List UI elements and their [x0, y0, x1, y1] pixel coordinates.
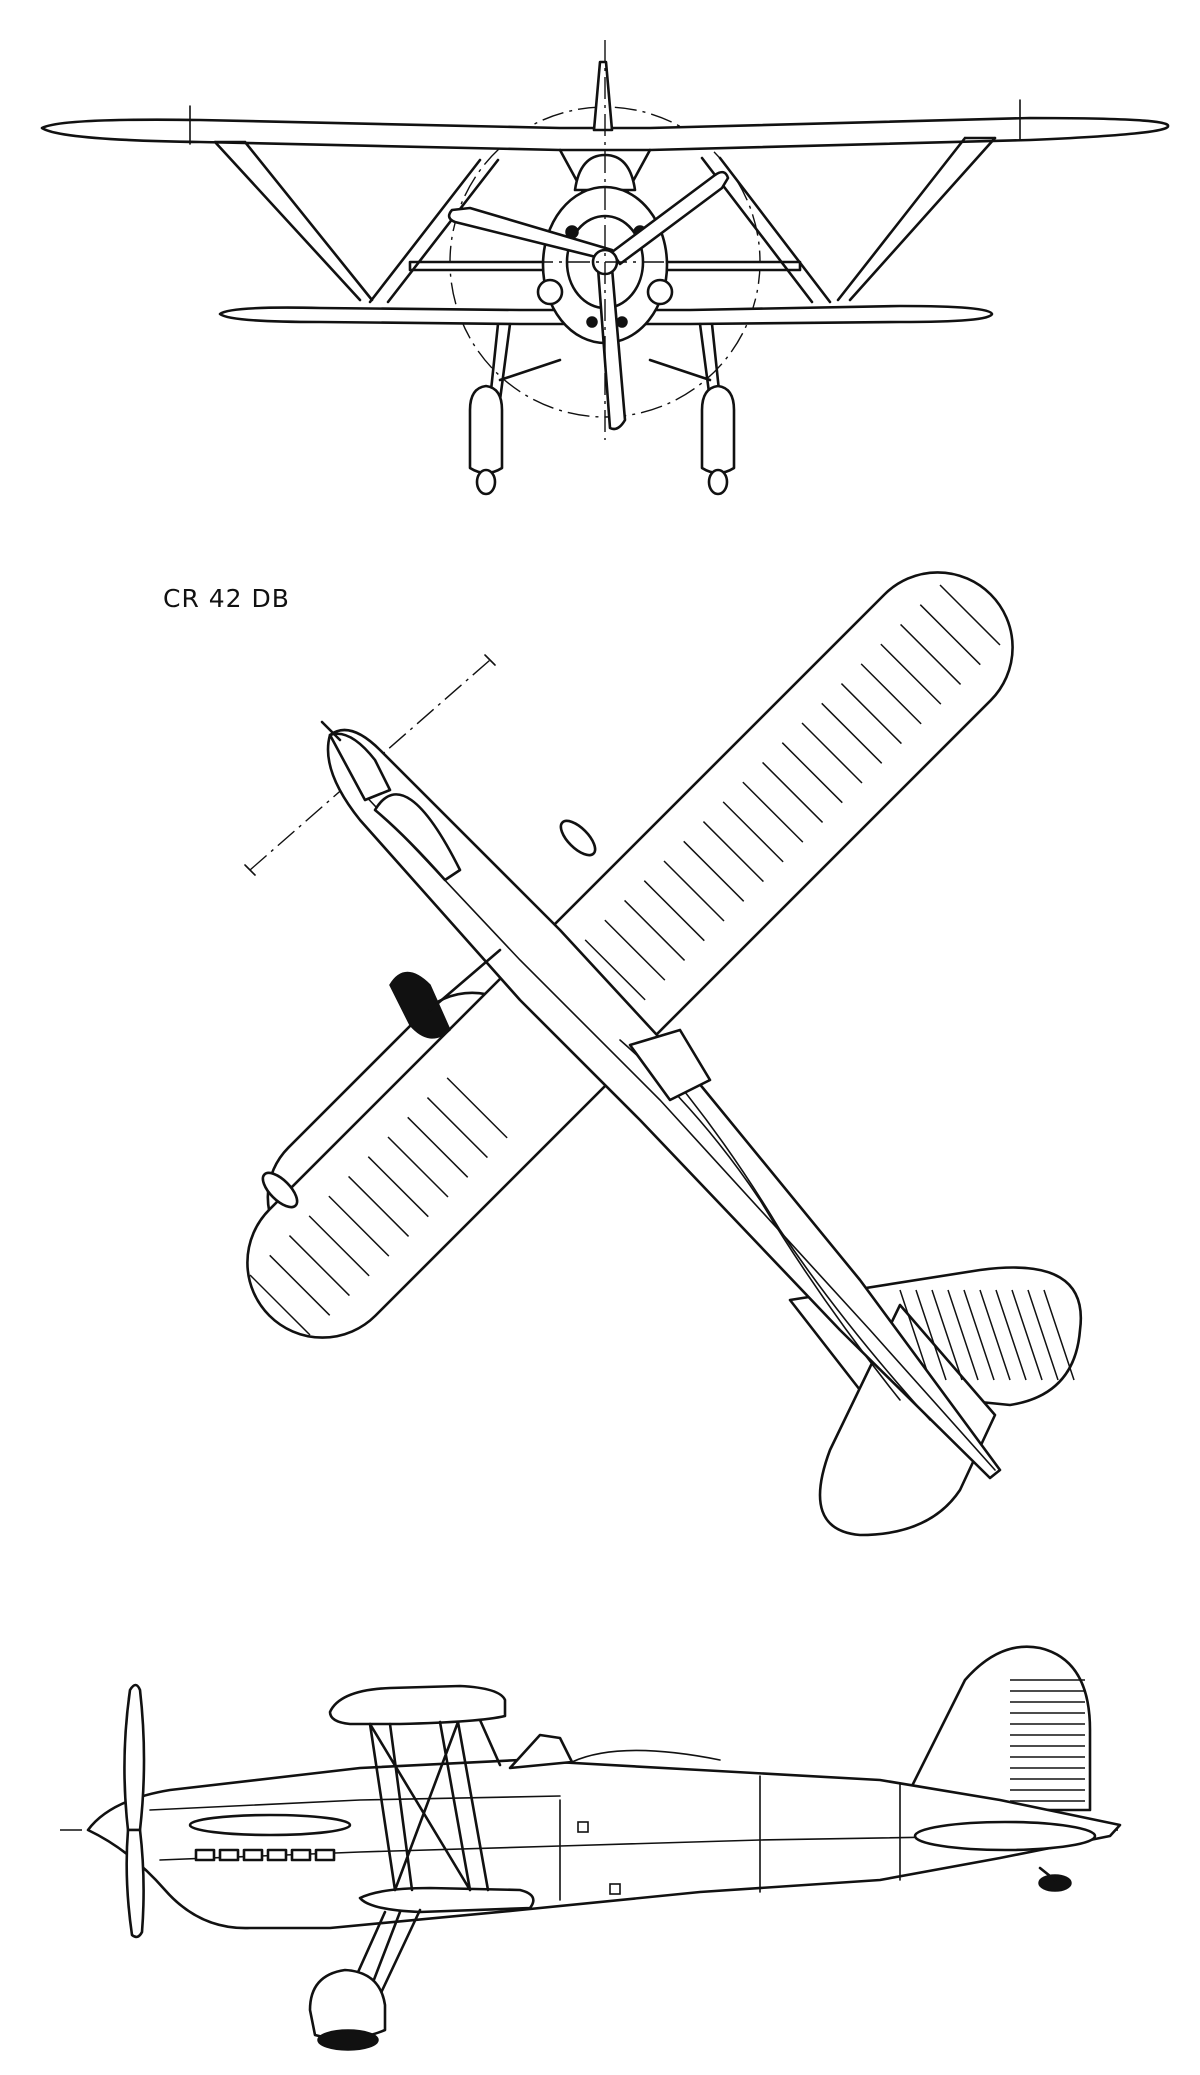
aircraft-designation-label: CR 42 DB: [163, 584, 290, 613]
side-view-lower-wing: [358, 1886, 535, 1914]
rib-hatch-line: [880, 643, 942, 705]
rib-hatch-line: [446, 1077, 508, 1139]
rib-hatch-line: [860, 663, 922, 725]
rib-hatch-line: [683, 840, 745, 902]
rib-hatch-line: [348, 1175, 410, 1237]
plan-view-upper-wing: [246, 571, 1014, 1339]
rib-hatch-line: [979, 1289, 1011, 1381]
front-view-propeller: [447, 206, 614, 260]
rib-hatch-line: [643, 880, 705, 942]
rib-hatch-line: [328, 1195, 390, 1257]
rib-hatch-line: [899, 1289, 931, 1381]
rib-hatch-line: [939, 584, 1001, 646]
side-view-upper-wing: [328, 1684, 507, 1726]
rib-hatch-line: [702, 821, 764, 883]
rib-hatch-line: [604, 919, 666, 981]
rib-hatch-line: [821, 702, 883, 764]
rib-hatch-line: [269, 1254, 331, 1316]
rib-hatch-line: [367, 1156, 429, 1218]
front-view-strut-left: [213, 140, 374, 302]
rib-hatch-line: [1043, 1289, 1075, 1381]
rib-hatch-line: [387, 1136, 449, 1198]
rib-hatch-line: [426, 1097, 488, 1159]
rib-hatch-line: [742, 781, 804, 843]
rib-hatch-line: [995, 1289, 1027, 1381]
plan-view-cockpit: [628, 1028, 712, 1102]
rib-hatch-line: [919, 604, 981, 666]
rib-hatch-line: [762, 761, 824, 823]
rib-hatch-line: [624, 899, 686, 961]
rib-hatch-line: [963, 1289, 995, 1381]
rib-hatch-line: [947, 1289, 979, 1381]
rib-hatch-line: [288, 1235, 350, 1297]
side-view: [60, 1645, 1122, 2051]
side-view-canopy: [508, 1733, 574, 1770]
rib-hatch-line: [308, 1215, 370, 1277]
front-view: [40, 40, 1170, 496]
side-view-fin: [908, 1645, 1092, 1812]
front-view-gear-left: [488, 322, 562, 402]
rib-hatch-line: [249, 1274, 311, 1336]
rib-hatch-line: [584, 939, 646, 1001]
side-view-exhaust: [194, 1848, 336, 1862]
side-view-propeller: [123, 1683, 146, 1832]
front-view-fin: [592, 60, 614, 132]
rib-hatch-line: [781, 742, 843, 804]
plan-view-propeller: [373, 793, 462, 882]
rib-hatch-line: [801, 722, 863, 784]
side-view-tail-wheel: [1038, 1874, 1072, 1892]
rib-hatch-line: [1011, 1289, 1043, 1381]
rib-hatch-line: [407, 1116, 469, 1178]
rib-hatch-line: [1027, 1289, 1059, 1381]
rib-hatch-line: [915, 1289, 947, 1381]
plan-view: [244, 571, 1083, 1537]
rib-hatch-line: [663, 860, 725, 922]
rib-hatch-line: [840, 683, 902, 745]
rib-hatch-line: [900, 623, 962, 685]
front-view-strut-right: [836, 136, 997, 302]
rib-hatch-line: [931, 1289, 963, 1381]
rib-hatch-line: [722, 801, 784, 863]
